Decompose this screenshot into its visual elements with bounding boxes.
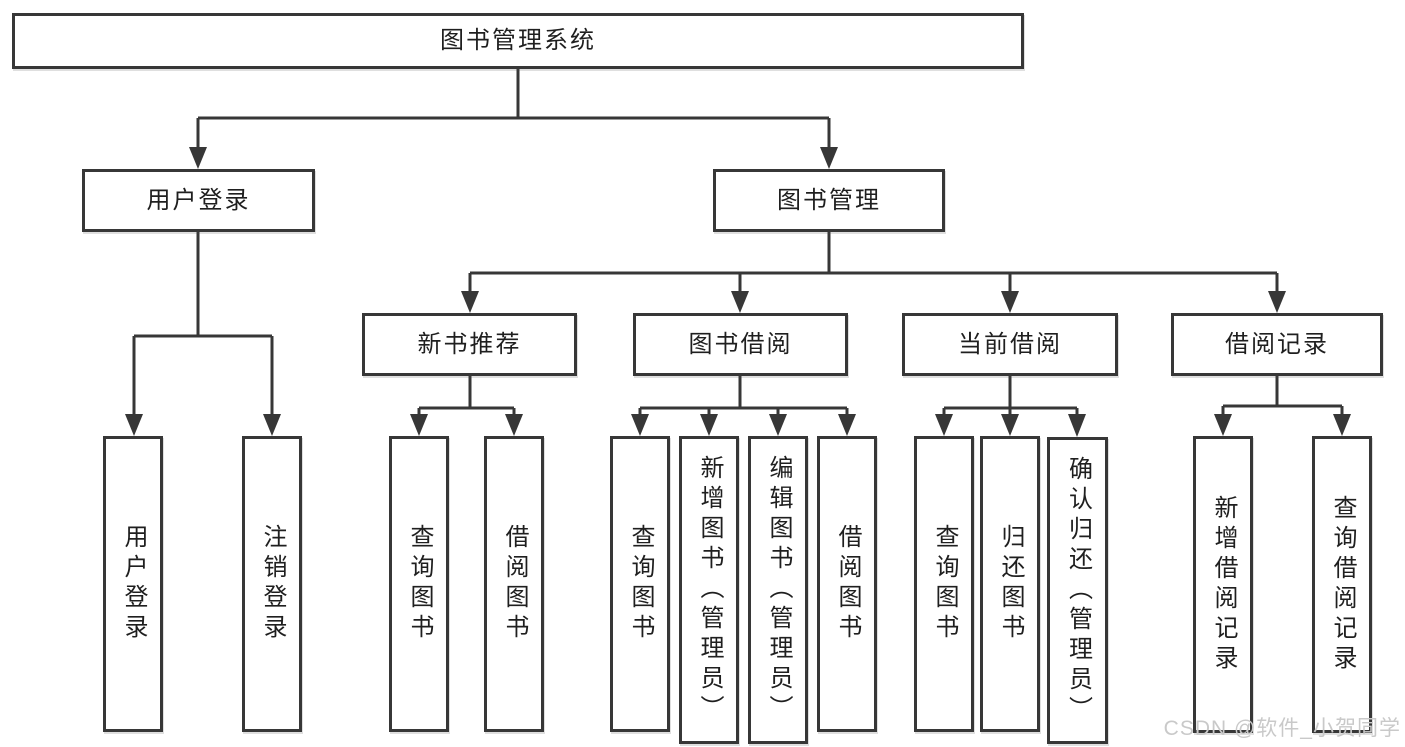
- connector-root: [189, 69, 838, 169]
- connector-borrow-records: [1214, 376, 1351, 436]
- leaf-return-books: 归还图书: [980, 436, 1040, 732]
- leaf-logout: 注销登录: [242, 436, 302, 732]
- watermark-text: CSDN @软件_小贺同学: [1163, 717, 1401, 740]
- node-book-borrow: 图书借阅: [633, 313, 848, 376]
- node-root-system: 图书管理系统: [12, 13, 1024, 69]
- connector-book-management: [461, 232, 1286, 313]
- connector-new-books: [410, 376, 523, 436]
- leaf-borrow-books-2: 借阅图书: [817, 436, 877, 732]
- leaf-add-borrow-record: 新增借阅记录: [1193, 436, 1253, 733]
- leaf-query-books-1: 查询图书: [389, 436, 449, 732]
- node-current-borrow: 当前借阅: [902, 313, 1118, 376]
- leaf-query-books-2: 查询图书: [610, 436, 670, 732]
- leaf-borrow-books-1: 借阅图书: [484, 436, 544, 732]
- leaf-add-books-admin: 新增图书（管理员）: [679, 436, 739, 744]
- node-borrow-records: 借阅记录: [1171, 313, 1383, 376]
- leaf-user-login: 用户登录: [103, 436, 163, 732]
- connector-current-borrow: [935, 376, 1086, 437]
- leaf-edit-books-admin: 编辑图书（管理员）: [748, 436, 808, 744]
- connector-book-borrow: [631, 376, 856, 436]
- leaf-query-books-3: 查询图书: [914, 436, 974, 732]
- node-book-management: 图书管理: [713, 169, 945, 232]
- leaf-confirm-return-admin: 确认归还（管理员）: [1047, 437, 1108, 744]
- node-user-login: 用户登录: [82, 169, 315, 232]
- node-new-books: 新书推荐: [362, 313, 577, 376]
- leaf-query-borrow-record: 查询借阅记录: [1312, 436, 1372, 733]
- connector-user-login: [125, 232, 281, 436]
